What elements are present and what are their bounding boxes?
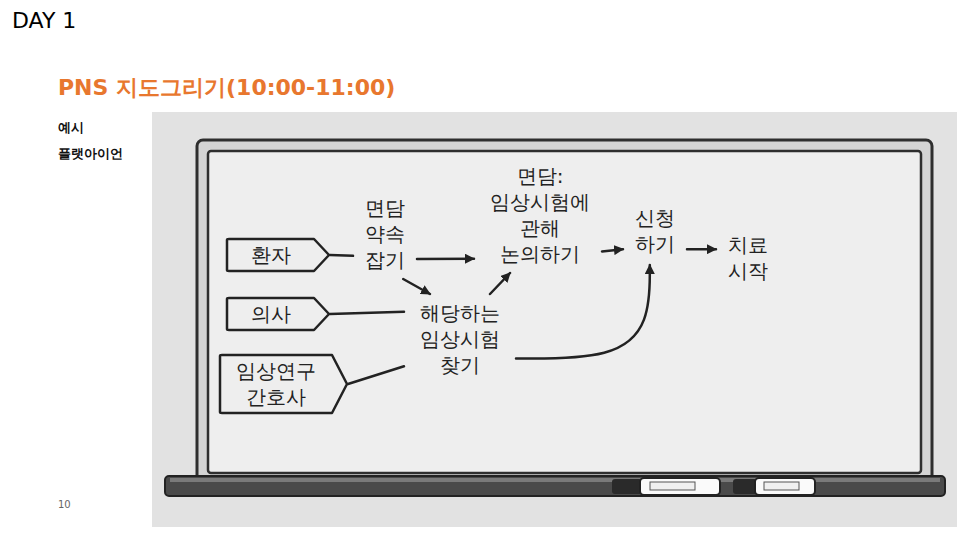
- marker-tray: [165, 476, 945, 496]
- tray-highlight: [170, 478, 940, 482]
- tag-border: [227, 298, 329, 330]
- flow-arrow: [687, 248, 716, 251]
- actor-name: 임상연구 간호사: [230, 358, 322, 410]
- actor-name: 의사: [237, 301, 304, 327]
- flow-arrow: [417, 257, 474, 260]
- step-text: 신청 하기: [629, 205, 681, 257]
- process-step: 치료 시작: [722, 232, 774, 284]
- tag-border: [227, 239, 329, 271]
- process-step: 면담: 임상시험에 관해 논의하기: [480, 163, 600, 267]
- flow-arrow: [330, 312, 404, 314]
- slide-title: PNS 지도그리기(10:00-11:00): [58, 75, 395, 101]
- step-text: 해당하는 임상시험 찾기: [410, 300, 510, 378]
- flow-arrow: [490, 273, 510, 294]
- flow-arrow: [602, 249, 623, 251]
- actor-tag: 임상연구 간호사: [218, 353, 348, 415]
- process-step: 해당하는 임상시험 찾기: [410, 300, 510, 378]
- flow-arrow: [348, 366, 404, 384]
- marker: [733, 478, 815, 495]
- photo-ground: [152, 112, 957, 527]
- step-text: 면담: 임상시험에 관해 논의하기: [480, 163, 600, 267]
- actor-name: 환자: [237, 242, 304, 268]
- day-label: DAY 1: [12, 8, 76, 34]
- board-surface: [208, 151, 921, 473]
- step-text: 면담 약속 잡기: [359, 195, 411, 273]
- flow-arrow: [330, 254, 353, 257]
- board-frame: [197, 140, 932, 485]
- flow-arrow: [403, 279, 430, 294]
- page-number: 10: [58, 499, 71, 511]
- step-text: 치료 시작: [722, 232, 774, 284]
- actor-tag: 환자: [225, 237, 330, 273]
- example-label: 예시: [58, 120, 84, 136]
- flow-arrow: [516, 265, 650, 359]
- process-step: 신청 하기: [629, 205, 681, 257]
- tag-border: [220, 355, 347, 413]
- example-name: 플랫아이언: [58, 146, 123, 162]
- actor-tag: 의사: [225, 296, 330, 332]
- process-step: 면담 약속 잡기: [359, 195, 411, 273]
- marker: [612, 478, 720, 495]
